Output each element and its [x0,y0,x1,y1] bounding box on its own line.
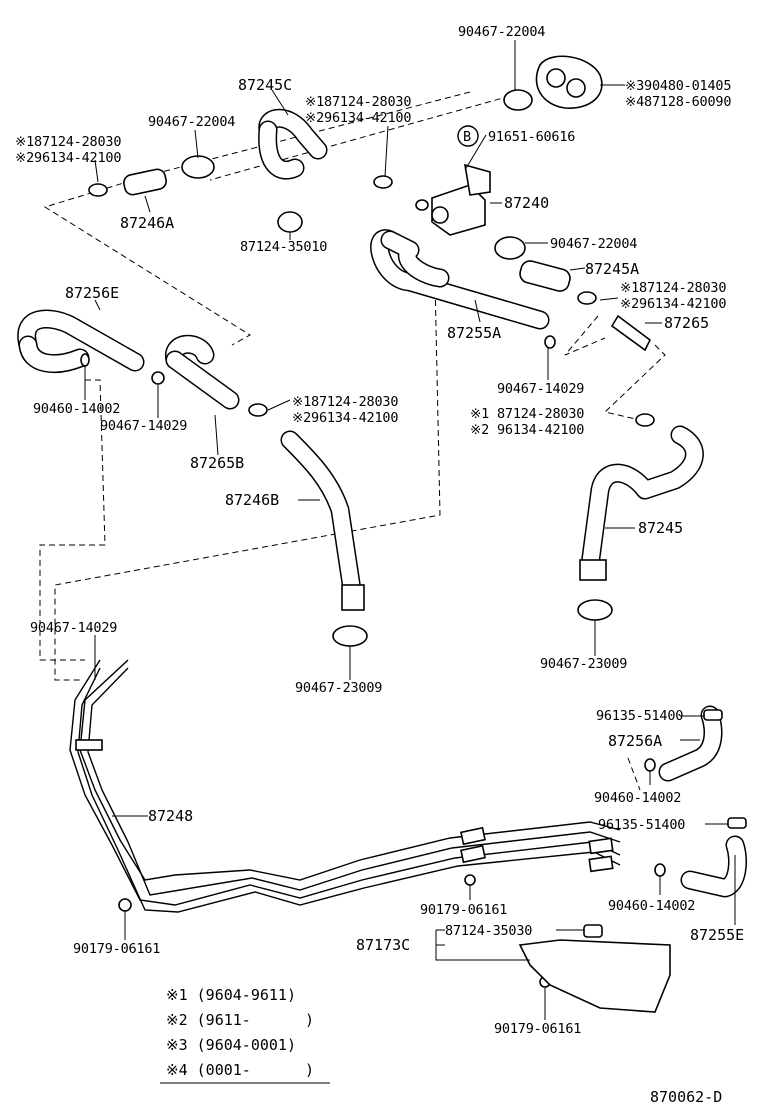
label-90179-06161-bottom: 90179-06161 [494,1021,581,1037]
label-90460-14002-mid: 90460-14002 [594,790,681,806]
hose-87255e [680,835,747,898]
label-96134-42100-d: ※296134-42100 [292,410,398,426]
label-90467-22004-top: 90467-22004 [458,24,545,40]
label-87124-28030-e: ※1 87124-28030 [470,406,584,422]
label-96135-51400-a: 96135-51400 [596,708,683,724]
legend-item-4: ※4 (0001- ) [166,1061,314,1079]
label-87255e-bottom: 87255E [690,926,744,944]
label-87124-28030-a: ※187124-28030 [305,94,411,110]
leader-lines [84,40,736,1020]
label-90460-14002-right: 90460-14002 [608,898,695,914]
part-labels: 90467-22004 ※390480-01405 ※487128-60090 … [15,24,744,1037]
label-87265b: 87265B [190,454,244,472]
label-87256e-top: 87256E [65,284,119,302]
label-87245c: 87245C [238,76,292,94]
label-87256a: 87256A [608,732,662,750]
label-90460-14002-left: 90460-14002 [33,401,120,417]
reference-b-mark: B [463,129,471,145]
label-87246a: 87246A [120,214,174,232]
label-90467-14029-low: 90467-14029 [30,620,117,636]
clamps [80,89,747,988]
diagram-id: 870062-D [650,1088,722,1106]
label-90467-14029-left: 90467-14029 [100,418,187,434]
label-87124-28030-d: ※187124-28030 [292,394,398,410]
legend-item-1: ※1 (9604-9611) [166,986,296,1004]
label-87245a: 87245A [585,260,639,278]
legend-item-2: ※2 (9611- ) [166,1011,314,1029]
hose-87245c [258,108,328,180]
duct-87173c [518,939,671,1013]
label-87248: 87248 [148,807,193,825]
dashed-routing-lines [39,91,666,791]
label-90467-14029-mid: 90467-14029 [497,381,584,397]
label-87124-28030-c: ※187124-28030 [620,280,726,296]
label-87255a: 87255A [447,324,501,342]
label-90179-06161-left: 90179-06161 [73,941,160,957]
label-90467-23009-right: 90467-23009 [540,656,627,672]
hose-87245 [579,425,704,581]
label-96134-42100-b: ※296134-42100 [15,150,121,166]
hoses [17,108,747,898]
label-90467-22004-right: 90467-22004 [550,236,637,252]
hose-87246b [280,430,365,611]
label-90467-23009-left: 90467-23009 [295,680,382,696]
legend-item-3: ※3 (9604-0001) [166,1036,296,1054]
pipe-87248 [69,659,621,913]
hose-87256e [17,309,145,374]
label-90467-22004-mid: 90467-22004 [148,114,235,130]
label-96134-42100-a: ※296134-42100 [305,110,411,126]
label-87128-60090: ※487128-60090 [625,94,731,110]
label-87173c: 87173C [356,936,410,954]
hose-87265b [165,334,240,410]
label-87246b: 87246B [225,491,279,509]
label-96134-42100-e: ※2 96134-42100 [470,422,584,438]
grommet-part [535,55,603,109]
label-90480-01405: ※390480-01405 [625,78,731,94]
reference-b-circle [457,125,479,147]
label-87240: 87240 [504,194,549,212]
label-90179-06161-mid: 90179-06161 [420,902,507,918]
label-91651-60616: 91651-60616 [488,129,575,145]
hose-87255a [370,229,550,330]
label-87245: 87245 [638,519,683,537]
water-valve-87240 [415,163,491,236]
label-87124-28030-b: ※187124-28030 [15,134,121,150]
label-96135-51400-b: 96135-51400 [598,817,685,833]
hose-87245a [519,260,571,292]
label-87124-35030: 87124-35030 [445,923,532,939]
legend: ※1 (9604-9611) ※2 (9611- ) ※3 (9604-0001… [160,986,330,1084]
hose-87246a [123,168,167,196]
label-87124-35010: 87124-35010 [240,239,327,255]
label-96134-42100-c: ※296134-42100 [620,296,726,312]
label-87265: 87265 [664,314,709,332]
